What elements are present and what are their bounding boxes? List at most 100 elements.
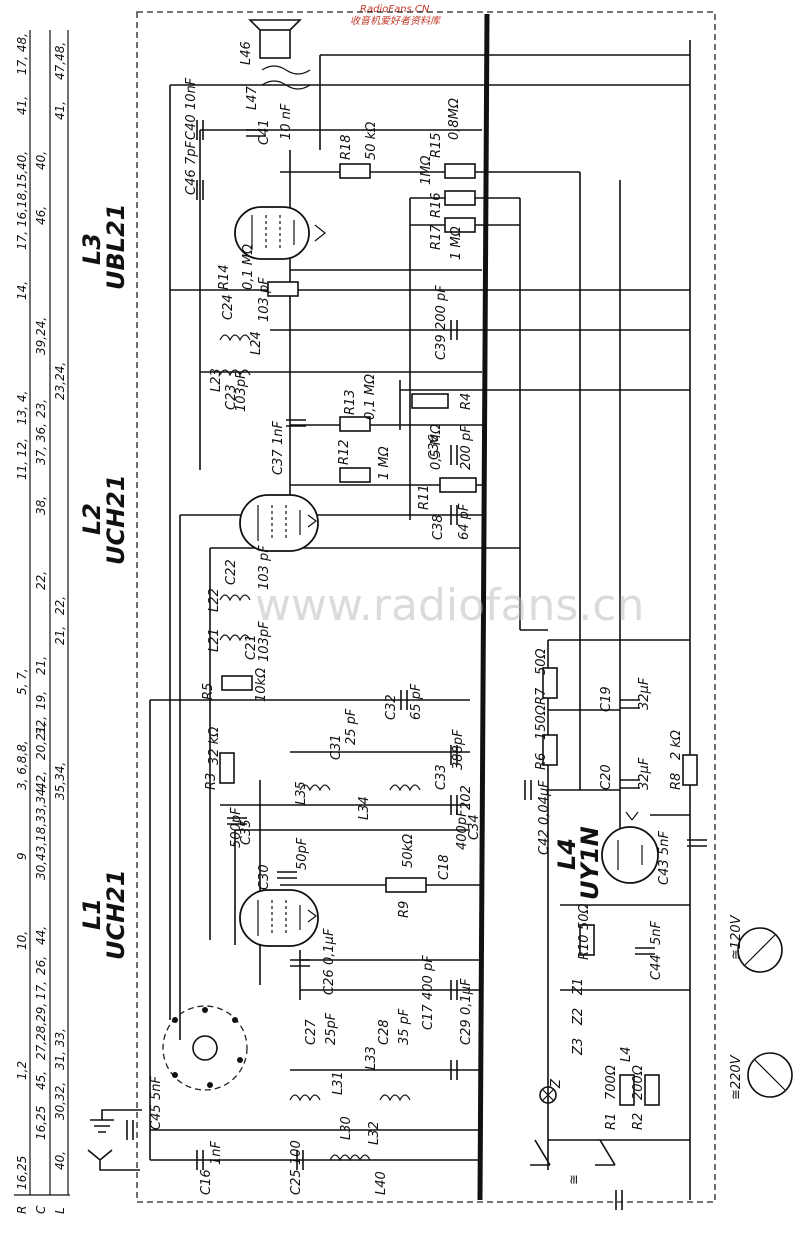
resistors [219,163,698,1106]
row-c-num: 30,43,18,33,34, [34,785,48,880]
r4-label: R4 [459,393,474,410]
c20-label: C20 [599,764,614,790]
l31-label: L31 [331,1071,346,1095]
c43-label: C43 [657,859,672,885]
earth-icon [90,1109,142,1133]
row-r-num: 9 [15,852,29,860]
tube-type-l2: UCH21 [102,474,130,565]
r9-label: R9 [397,901,412,918]
mains-switch-icon [530,1139,616,1166]
c31-value: 25 pF [344,708,359,745]
c46-label: C46 [184,169,199,195]
c24-value: 103 pF [257,277,272,322]
c22-label: C22 [224,559,239,585]
row-c-num: 23, [34,399,48,418]
c27-value: 25pF [324,1012,339,1045]
row-c-num: 44, [34,926,48,945]
r5-value: 10kΩ [254,668,269,702]
c44-value: 5nF [649,920,664,945]
r14-label: R14 [217,264,232,290]
r18-value: 50 kΩ [364,122,379,160]
z1-label: Z1 [571,978,586,996]
row-c-num: 16,25 [34,1106,48,1140]
c30-value: 50pF [295,837,310,870]
c16-label: C16 [199,1169,214,1195]
row-header-column: R C L 16,25 1,2 10, 9 3, 6,8,8, 5, 7, 11… [14,30,70,1214]
row-r-num: 17, 16,18,15, [15,170,29,250]
c41-value: 10 nF [279,103,294,140]
l40-label: L40 [374,1171,389,1195]
c25-label: C25 [289,1169,304,1195]
row-c-num: 42, [34,771,48,790]
r1-value: 700Ω [604,1065,619,1100]
row-r-num: 16,25 [15,1156,29,1190]
l33-label: L33 [364,1046,379,1070]
source-mark-sub: 收音机爱好者资料库 [350,15,442,27]
c20-value: 32μF [637,757,652,790]
row-c-num: 38, [34,496,48,515]
voltage-selector-120v-icon [737,927,783,973]
r10-value: 50Ω [577,903,592,930]
c23-value: 103pF [234,371,249,412]
c44-label: C44 [649,954,664,980]
row-r-num: 11, 12, [15,438,29,480]
tube-label-l3: L3 [78,233,106,265]
wiring [149,54,690,1161]
r9-value: 50kΩ [401,834,416,868]
c35-value: 500pF [229,807,244,848]
c21-value: 103pF [257,621,272,662]
c34-value: 202 [459,785,474,810]
row-c-num: 20,21, [34,722,48,760]
r18-label: R18 [339,134,354,160]
c42-label: C42 [537,829,552,855]
row-l-num: 31, 33, [53,1028,67,1070]
tube-l1-symbol [239,889,319,947]
r12-label: R12 [337,439,352,465]
c31-label: C31 [329,734,344,760]
c16-value: 1nF [209,1140,224,1165]
c18-label: C18 [437,854,452,880]
row-label-r: R [15,1206,29,1214]
mains-ac-label: ≅ [567,1174,582,1185]
c41-label: C41 [257,119,272,145]
row-r-num: 1,2 [15,1061,29,1080]
c43-value: 5nF [657,830,672,855]
component-labels: C16 1nF C25 100 C45 5nF L40 L30 L32 L31 … [149,41,684,1195]
c32-label: C32 [384,694,399,720]
row-c-num: 26, [34,956,48,975]
r3-label: R3 [204,773,219,790]
capacitors [126,120,707,1210]
c17-label: C17 [421,1004,436,1030]
l24-label: L24 [249,331,264,355]
c39-value: 200 pF [434,285,449,330]
c19-label: C19 [599,686,614,712]
wave-selector-switch [162,1005,248,1091]
c36-value: 200 pF [459,425,474,470]
c22-value: 103 pF [257,545,272,590]
c18-value: 400pF [455,809,470,850]
c26-value: 0,1μF [322,928,337,965]
c19-value: 32μF [637,677,652,710]
l21-label: L21 [207,628,222,652]
c28-value: 35 pF [397,1008,412,1045]
r16-value: 1MΩ [419,156,434,185]
c24-label: C24 [221,294,236,320]
l30-label: L30 [339,1116,354,1140]
r6-label: R6 [534,753,549,770]
c27-label: C27 [304,1019,319,1045]
row-c-num: 27,28,29, [34,1003,48,1060]
c35-label: C35 [239,819,254,845]
voltage-120v-label: ≅120V [729,914,744,960]
tube-label-l4: L4 [553,838,581,870]
z2-label: Z2 [571,1008,586,1026]
r13-value: 0,1 MΩ [363,374,378,420]
tube-type-l4: UY1N [576,826,604,900]
c45-value: 5nF [149,1075,164,1100]
row-r-num: 17, 48, [15,33,29,75]
r10-label: R10 [577,934,592,960]
row-r-num: 41, [15,96,29,115]
c38-label: C38 [431,514,446,540]
c40-label: C40 [184,114,199,140]
r1-label: R1 [604,1113,619,1130]
